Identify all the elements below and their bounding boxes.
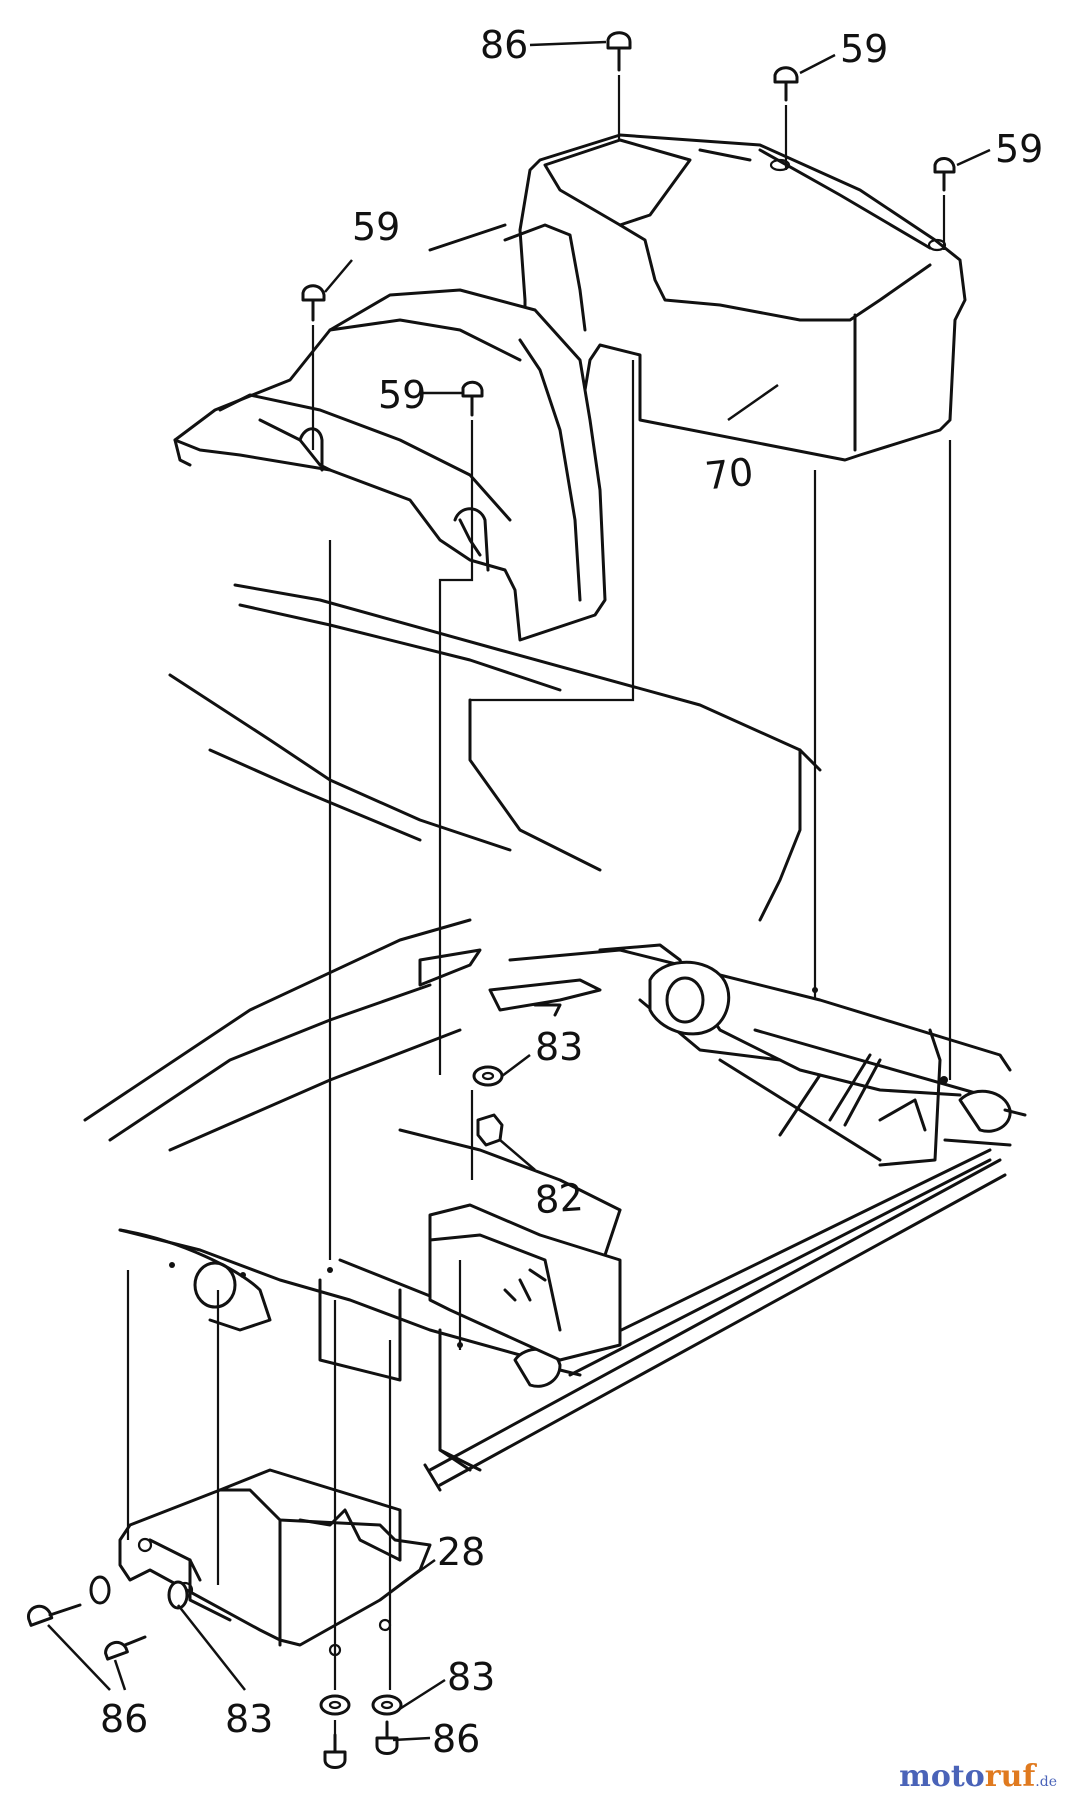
watermark-brand-b: ruf (984, 1759, 1036, 1794)
label-83-right: 83 (447, 1655, 495, 1699)
label-86-top: 86 (480, 23, 528, 67)
leader-lines (47, 40, 991, 1742)
bracket-28 (118, 1468, 432, 1657)
hole-markers (169, 987, 948, 1348)
label-59-left: 59 (352, 205, 400, 249)
label-82: 82 (533, 1175, 584, 1222)
label-59-top: 59 (840, 27, 888, 71)
label-86-left: 86 (100, 1697, 148, 1741)
watermark-tld: .de (1035, 1774, 1057, 1790)
label-70: 70 (703, 450, 756, 499)
part-labels: 86 59 59 59 59 70 83 82 28 83 86 83 86 (100, 23, 1043, 1761)
label-28: 28 (437, 1530, 485, 1574)
front-cover (173, 223, 607, 642)
watermark-brand-a: moto (899, 1759, 985, 1794)
label-59-mid: 59 (378, 373, 426, 417)
motoruf-watermark-logo: motoruf.de (899, 1759, 1057, 1794)
label-83-mid: 83 (535, 1025, 583, 1069)
label-59-right: 59 (995, 127, 1043, 171)
hardware (27, 31, 956, 1769)
label-86-bottom: 86 (432, 1717, 480, 1761)
label-83-bottom: 83 (225, 1697, 273, 1741)
assembly-lines (126, 75, 952, 1735)
